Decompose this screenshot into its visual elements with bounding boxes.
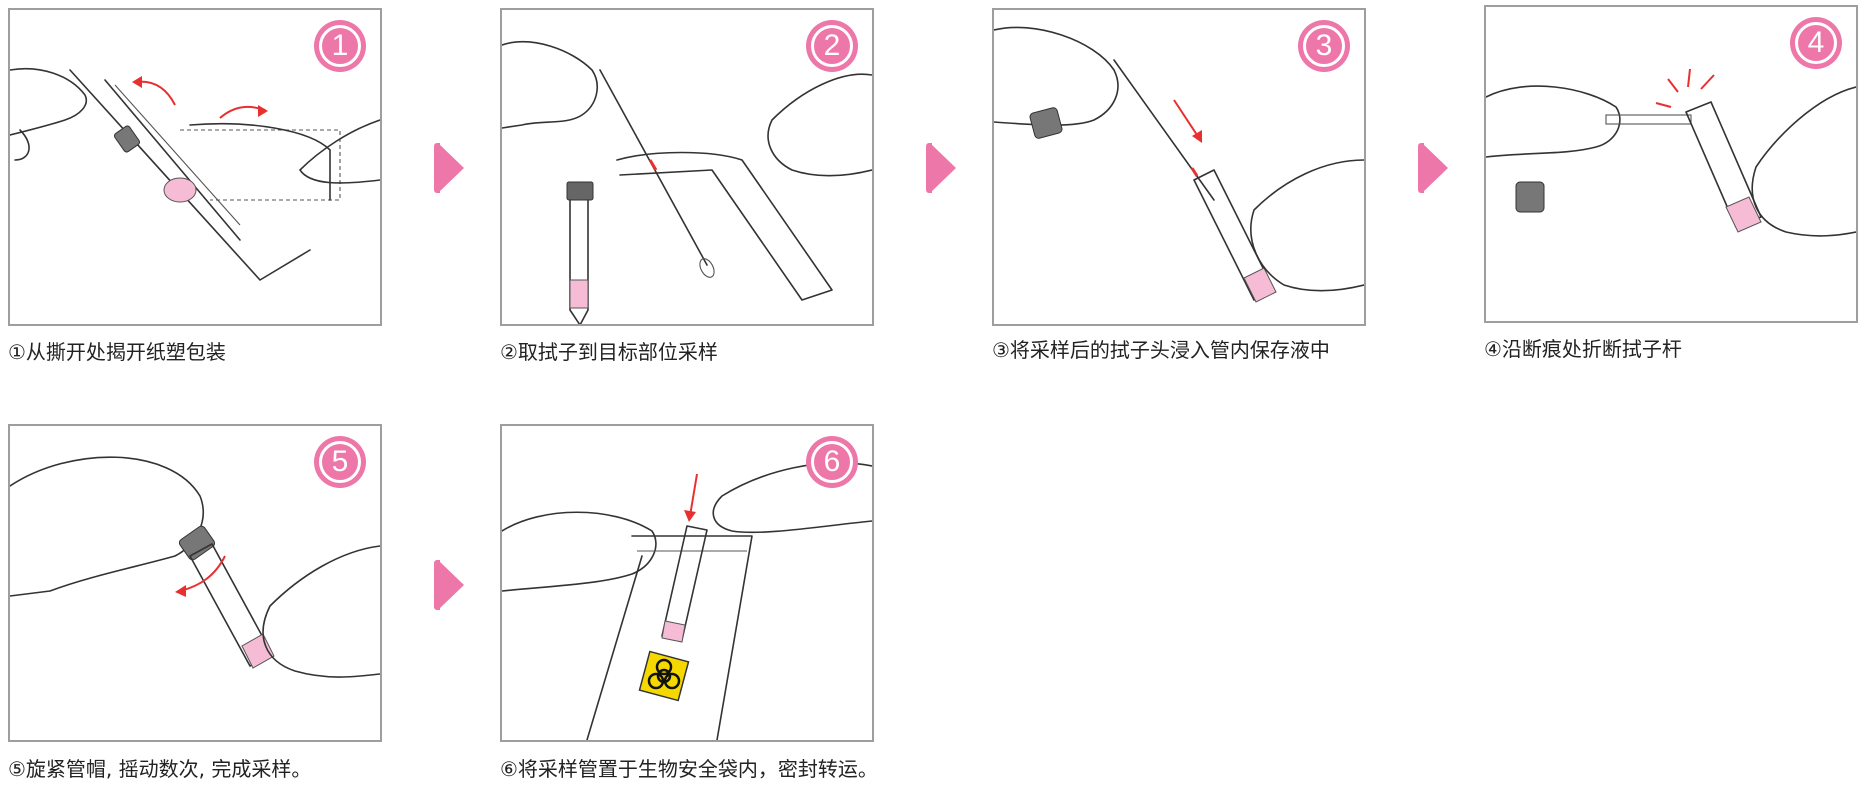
step-number: 6	[823, 445, 841, 478]
step-4-illustration	[1486, 68, 1856, 237]
step-number: 3	[1315, 29, 1333, 62]
step-number: 1	[331, 29, 349, 62]
step-4-caption: ④沿断痕处折断拭子杆	[1484, 337, 1682, 361]
step-5-panel: 5	[8, 424, 382, 742]
step-1-badge: 1	[314, 20, 366, 72]
step-1-caption: ①从撕开处揭开纸塑包装	[8, 340, 226, 364]
step-5-illustration	[10, 456, 380, 678]
step-3-illustration	[994, 26, 1364, 303]
step-4-panel: 4	[1484, 5, 1858, 323]
step-6-panel: 6	[500, 424, 874, 742]
step-number: 2	[823, 29, 841, 62]
next-step-arrow-icon	[1418, 143, 1448, 193]
step-1-panel: 1	[8, 8, 382, 326]
step-3-caption: ③将采样后的拭子头浸入管内保存液中	[992, 338, 1330, 362]
biohazard-icon	[638, 650, 690, 702]
step-2-caption: ②取拭子到目标部位采样	[500, 340, 718, 364]
step-2-panel: 2	[500, 8, 874, 326]
step-number: 4	[1807, 26, 1825, 59]
step-5-caption: ⑤旋紧管帽, 摇动数次, 完成采样。	[8, 757, 312, 781]
next-step-arrow-icon	[434, 143, 464, 193]
step-number: 5	[331, 445, 349, 478]
step-3-badge: 3	[1298, 20, 1350, 72]
step-6-caption: ⑥将采样管置于生物安全袋内，密封转运。	[500, 757, 878, 781]
step-3-panel: 3	[992, 8, 1366, 326]
step-2-illustration	[502, 41, 872, 324]
step-6-illustration	[502, 462, 872, 740]
step-1-illustration	[10, 67, 380, 281]
next-step-arrow-icon	[434, 560, 464, 610]
step-4-badge: 4	[1790, 17, 1842, 69]
step-2-badge: 2	[806, 20, 858, 72]
next-step-arrow-icon	[926, 143, 956, 193]
step-6-badge: 6	[806, 436, 858, 488]
step-5-badge: 5	[314, 436, 366, 488]
